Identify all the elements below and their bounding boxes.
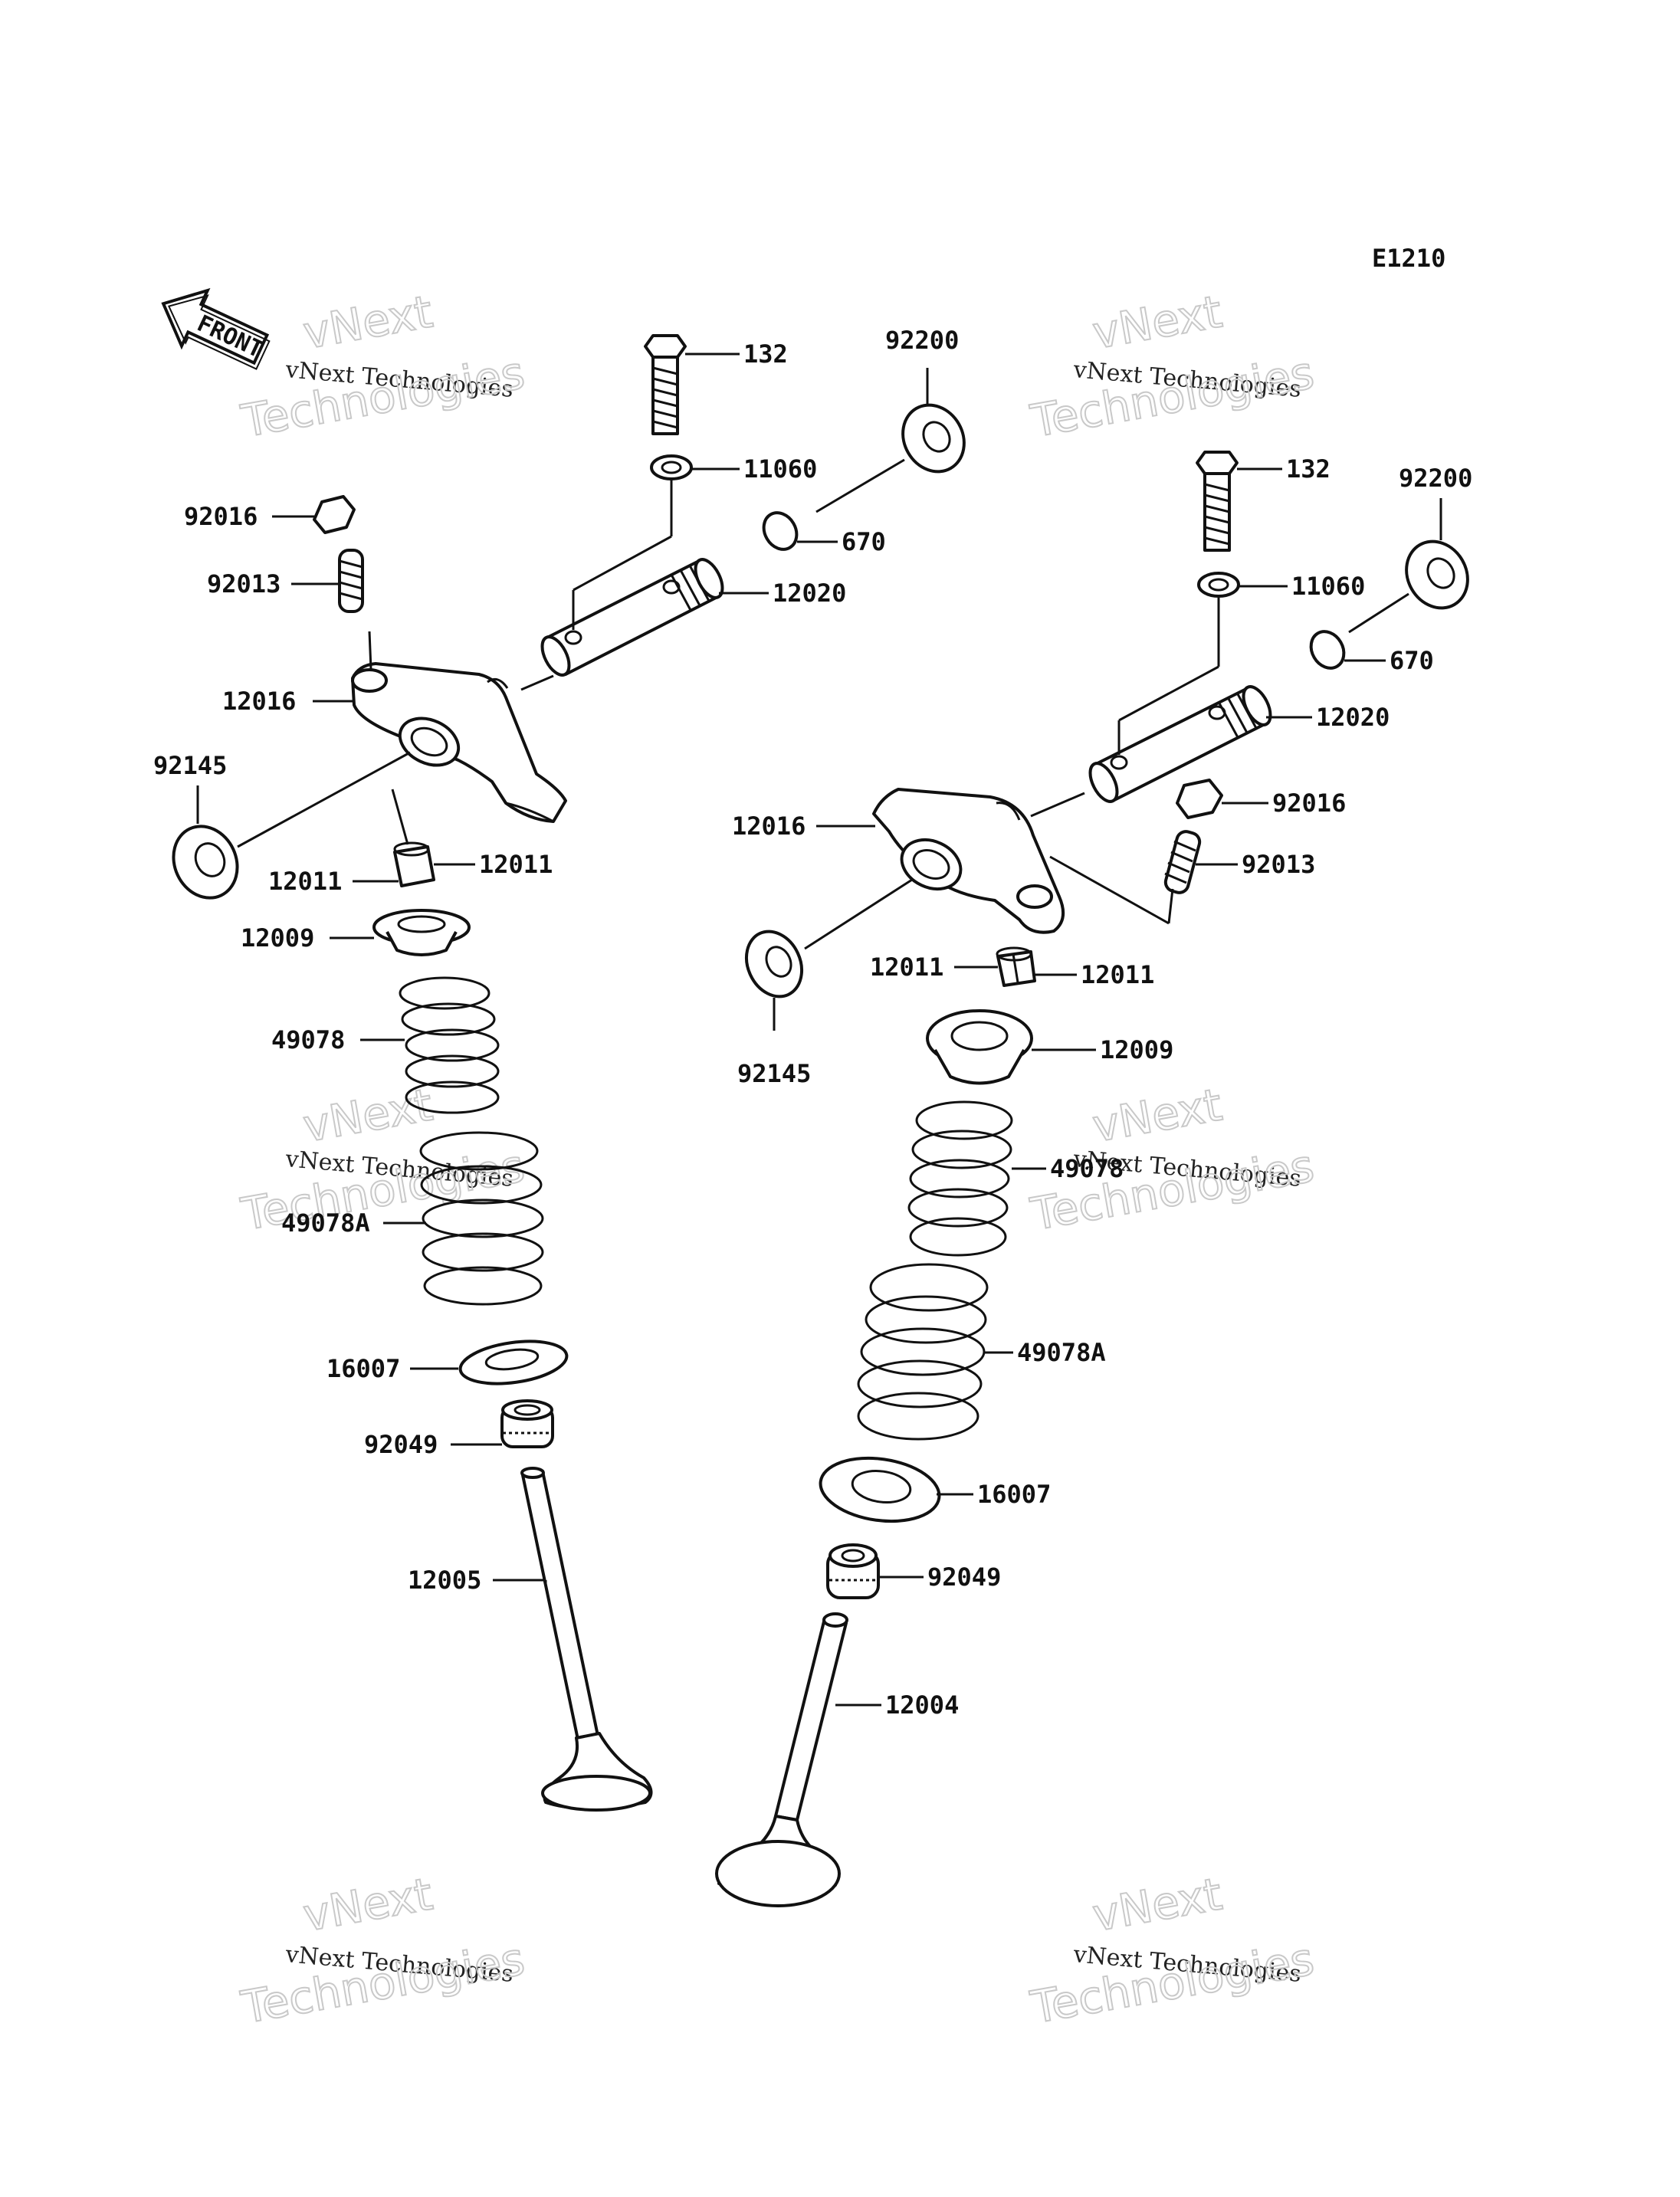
svg-text:Technologies: Technologies [1027, 346, 1318, 448]
right-nut [1176, 779, 1223, 819]
left-outer-spring-label: 49078A [281, 1208, 370, 1238]
left-valve-label: 12005 [408, 1566, 481, 1595]
left-retainer-label: 12009 [241, 923, 314, 953]
right-spring-washer [745, 930, 803, 998]
left-shaft-washer-label: 92200 [885, 326, 959, 355]
right-nut-label: 92016 [1272, 789, 1346, 818]
svg-text:Technologies: Technologies [238, 1933, 529, 2034]
left-keepers [393, 841, 435, 887]
watermark-bottom-left: vNext vNext Technologies Technologies [237, 1867, 530, 2035]
left-spring-seat-label: 16007 [326, 1354, 400, 1383]
left-adjuster [338, 549, 364, 613]
right-o-ring-label: 670 [1390, 646, 1434, 675]
left-washer-label: 11060 [743, 454, 817, 484]
left-nut-label: 92016 [184, 502, 258, 531]
right-bolt [1196, 451, 1239, 552]
right-adjuster-label: 92013 [1242, 850, 1315, 879]
left-nut [313, 495, 356, 534]
left-washer [650, 454, 693, 480]
left-valve [520, 1467, 653, 1812]
left-o-ring [762, 511, 799, 551]
left-retainer [372, 909, 471, 956]
left-rocker-shaft [540, 558, 724, 677]
left-keeper-b-label: 12011 [479, 850, 553, 879]
watermark-top-right: vNext vNext Technologies Technologies [1026, 284, 1319, 448]
left-bolt-label: 132 [743, 339, 788, 369]
svg-text:vNext: vNext [1089, 1078, 1226, 1152]
left-spring-seat [458, 1340, 569, 1385]
left-stem-seal-label: 92049 [364, 1430, 438, 1459]
right-spring-seat-label: 16007 [977, 1480, 1051, 1509]
right-keeper-a-label: 12011 [870, 953, 943, 982]
right-rocker-shaft-label: 12020 [1316, 703, 1390, 732]
right-bolt-label: 132 [1286, 454, 1331, 484]
left-rocker-shaft-label: 12020 [773, 579, 846, 608]
right-spring-washer-label: 92145 [737, 1059, 811, 1088]
right-retainer [926, 1009, 1033, 1085]
svg-text:Technologies: Technologies [238, 346, 529, 448]
svg-text:vNext: vNext [1089, 285, 1226, 359]
right-stem-seal-label: 92049 [927, 1562, 1001, 1592]
left-inner-spring-label: 49078 [271, 1025, 345, 1054]
right-inner-spring-label: 49078 [1050, 1154, 1124, 1183]
left-keeper-a-label: 12011 [268, 867, 342, 896]
right-spring-seat [819, 1456, 941, 1523]
right-stem-seal [826, 1543, 880, 1599]
watermark-bottom-right: vNext vNext Technologies Technologies [1026, 1867, 1319, 2035]
front-arrow-icon: FRONT [161, 287, 271, 370]
right-adjuster [1163, 830, 1202, 894]
left-assembly: 132 11060 92200 670 [153, 326, 966, 1812]
right-retainer-label: 12009 [1100, 1035, 1173, 1064]
right-washer [1197, 572, 1240, 598]
right-rocker-arm-label: 12016 [732, 812, 806, 841]
right-outer-spring-label: 49078A [1017, 1338, 1106, 1367]
left-rocker-arm-label: 12016 [222, 687, 296, 716]
svg-text:vNext: vNext [300, 285, 437, 359]
right-valve-label: 12004 [885, 1690, 959, 1720]
right-keeper-b-label: 12011 [1081, 960, 1154, 989]
left-o-ring-label: 670 [842, 527, 886, 556]
right-o-ring [1309, 630, 1346, 670]
right-assembly: 132 11060 92200 670 [715, 451, 1472, 1907]
svg-text:vNext: vNext [1089, 1867, 1226, 1941]
right-outer-spring [857, 1263, 989, 1441]
watermark-top-left: vNext vNext Technologies Technologies [237, 284, 530, 448]
left-spring-washer-label: 92145 [153, 751, 227, 780]
svg-text:Technologies: Technologies [1027, 1933, 1318, 2034]
right-keepers [996, 946, 1036, 987]
right-rocker-arm [872, 788, 1065, 934]
left-bolt [644, 334, 687, 435]
right-valve [715, 1612, 848, 1907]
diagram-code: E1210 [1372, 244, 1445, 273]
left-adjuster-label: 92013 [207, 569, 281, 598]
svg-text:vNext: vNext [300, 1867, 437, 1941]
right-shaft-washer-label: 92200 [1399, 464, 1472, 493]
left-outer-spring [419, 1131, 544, 1306]
right-washer-label: 11060 [1291, 572, 1365, 601]
left-stem-seal [500, 1399, 554, 1448]
left-rocker-arm [351, 662, 567, 823]
left-shaft-washer [901, 403, 966, 474]
svg-text:vNext: vNext [300, 1078, 437, 1152]
left-inner-spring [399, 976, 500, 1114]
right-rocker-shaft [1088, 685, 1272, 803]
left-spring-washer [172, 825, 239, 900]
right-shaft-washer [1405, 539, 1469, 610]
right-inner-spring [907, 1100, 1013, 1257]
